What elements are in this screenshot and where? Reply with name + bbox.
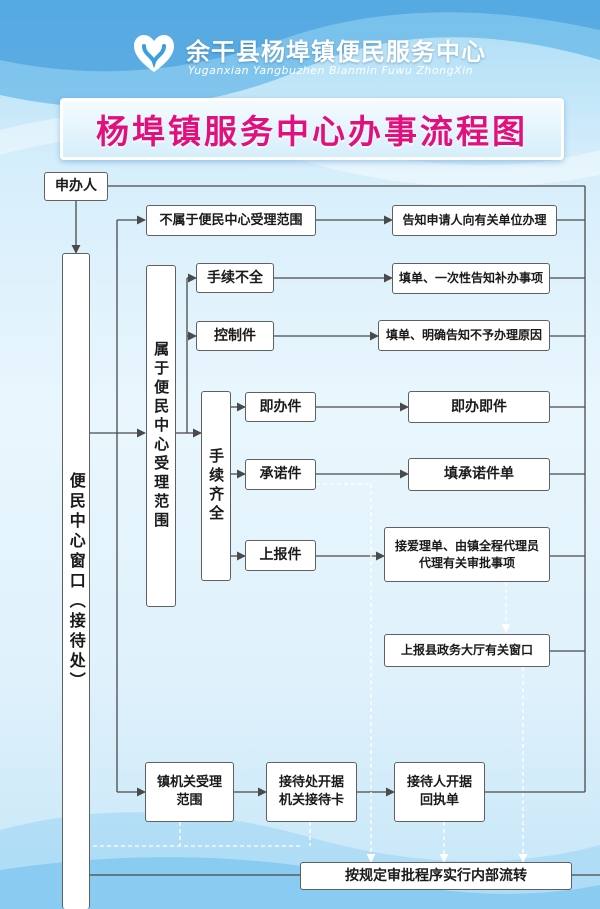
org-name-en: Yuganxian Yangbuzhen Bianmin Fuwu ZhongX… (188, 64, 474, 77)
heart-logo-icon (134, 35, 174, 72)
promised-action-box: 填承诺件单 (408, 458, 550, 491)
not-in-scope-box: 不属于便民中心受理范围 (146, 205, 316, 236)
convenience-window-box: 便民中心窗口（接待处） (62, 253, 90, 909)
county-window-box: 上报县政务大厅有关窗口 (384, 634, 550, 667)
internal-flow-box: 按规定审批程序实行内部流转 (300, 862, 572, 890)
title-banner: 杨埠镇服务中心办事流程图 (60, 98, 564, 160)
incomplete-action-box: 填单、一次性告知补办事项 (392, 263, 550, 294)
receipt-card-box: 接待处开据机关接待卡 (266, 762, 357, 822)
in-scope-box: 属于便民中心受理范围 (146, 265, 176, 607)
notify-other-unit-box: 告知申请人向有关单位办理 (392, 205, 557, 236)
complete-box: 手续齐全 (201, 391, 231, 581)
promised-box: 承诺件 (245, 459, 316, 490)
gov-scope-box: 镇机关受理范围 (145, 762, 234, 822)
immediate-box: 即办件 (245, 392, 316, 422)
controlled-action-box: 填单、明确告知不予办理原因 (378, 320, 550, 351)
incomplete-box: 手续不全 (196, 263, 274, 293)
immediate-action-box: 即办即件 (408, 391, 550, 423)
report-action-box: 接爱理单、由镇全程代理员代理有关审批事项 (384, 527, 550, 582)
report-box: 上报件 (245, 540, 316, 571)
controlled-box: 控制件 (196, 321, 274, 351)
page-title: 杨埠镇服务中心办事流程图 (96, 112, 528, 151)
applicant-box: 申办人 (44, 172, 108, 201)
org-name-cn: 余干县杨埠镇便民服务中心 (186, 37, 486, 66)
receipt-return-box: 接待人开据回执单 (394, 762, 485, 822)
header: 余干县杨埠镇便民服务中心 Yuganxian Yangbuzhen Bianmi… (0, 0, 600, 160)
